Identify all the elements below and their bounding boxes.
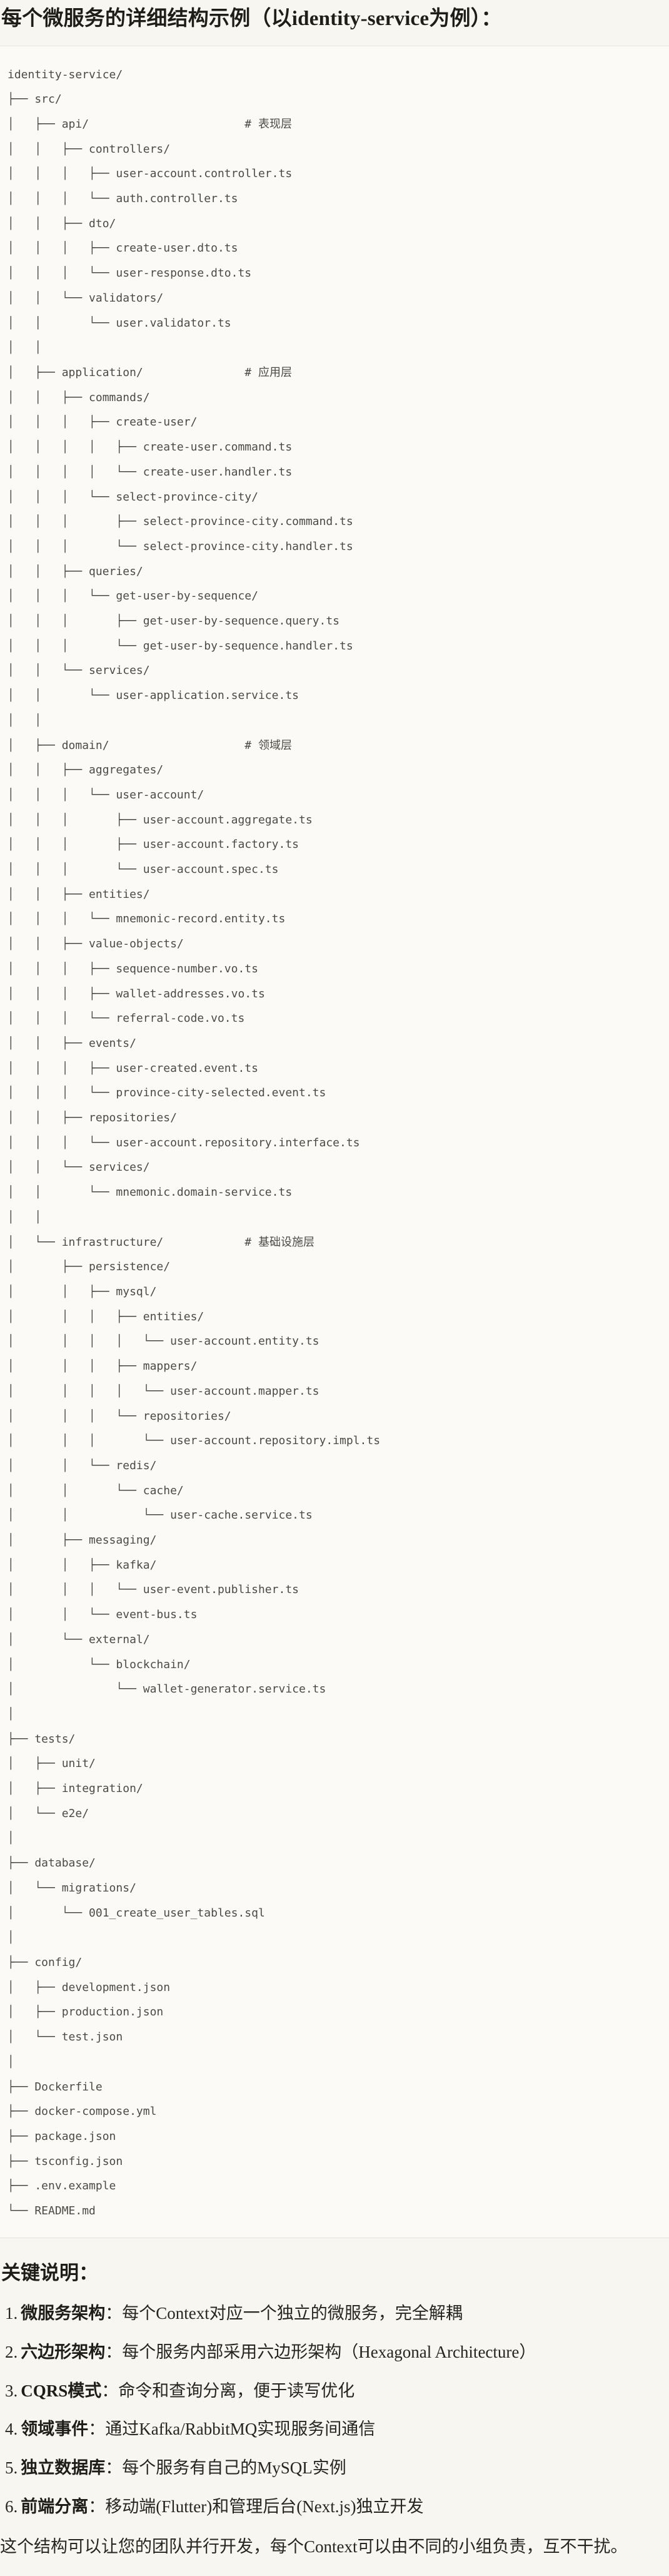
- note-desc: ：每个Context对应一个独立的微服务，完全解耦: [105, 2304, 463, 2323]
- note-term: 独立数据库: [21, 2458, 106, 2478]
- note-number: 5.: [5, 2458, 18, 2478]
- note-item: 1.微服务架构：每个Context对应一个独立的微服务，完全解耦: [5, 2303, 669, 2324]
- note-item: 6.前端分离：移动端(Flutter)和管理后台(Next.js)独立开发: [5, 2497, 669, 2518]
- note-number: 3.: [5, 2381, 18, 2400]
- note-number: 2.: [5, 2342, 18, 2361]
- note-term: 六边形架构: [21, 2342, 106, 2361]
- page: 每个微服务的详细结构示例（以identity-service为例）： ident…: [0, 5, 669, 2568]
- closing-paragraph: 这个结构可以让您的团队并行开发，每个Context可以由不同的小组负责，互不干扰…: [0, 2537, 628, 2556]
- note-number: 1.: [5, 2304, 18, 2323]
- note-term: 微服务架构: [21, 2304, 106, 2323]
- note-desc: ：命令和查询分离，便于读写优化: [101, 2381, 355, 2400]
- note-desc: ：移动端(Flutter)和管理后台(Next.js)独立开发: [88, 2497, 424, 2516]
- note-item: 2.六边形架构：每个服务内部采用六边形架构（Hexagonal Architec…: [5, 2342, 669, 2363]
- directory-tree: identity-service/ ├── src/ │ ├── api/ # …: [8, 68, 381, 2218]
- note-desc: ：每个服务内部采用六边形架构（Hexagonal Architecture）: [105, 2342, 536, 2361]
- notes-heading: 关键说明：: [1, 2261, 98, 2284]
- note-number: 4.: [5, 2420, 18, 2439]
- page-title: 每个微服务的详细结构示例（以identity-service为例）：: [1, 8, 502, 30]
- note-term: CQRS模式: [21, 2381, 102, 2400]
- code-block: identity-service/ ├── src/ │ ├── api/ # …: [0, 45, 669, 2238]
- note-item: 3.CQRS模式：命令和查询分离，便于读写优化: [5, 2381, 669, 2402]
- note-desc: ：通过Kafka/RabbitMQ实现服务间通信: [88, 2420, 376, 2439]
- note-term: 前端分离: [21, 2497, 89, 2516]
- note-term: 领域事件: [21, 2420, 89, 2439]
- note-item: 4.领域事件：通过Kafka/RabbitMQ实现服务间通信: [5, 2419, 669, 2440]
- note-item: 5.独立数据库：每个服务有自己的MySQL实例: [5, 2458, 669, 2479]
- note-desc: ：每个服务有自己的MySQL实例: [105, 2458, 346, 2478]
- note-number: 6.: [5, 2497, 18, 2516]
